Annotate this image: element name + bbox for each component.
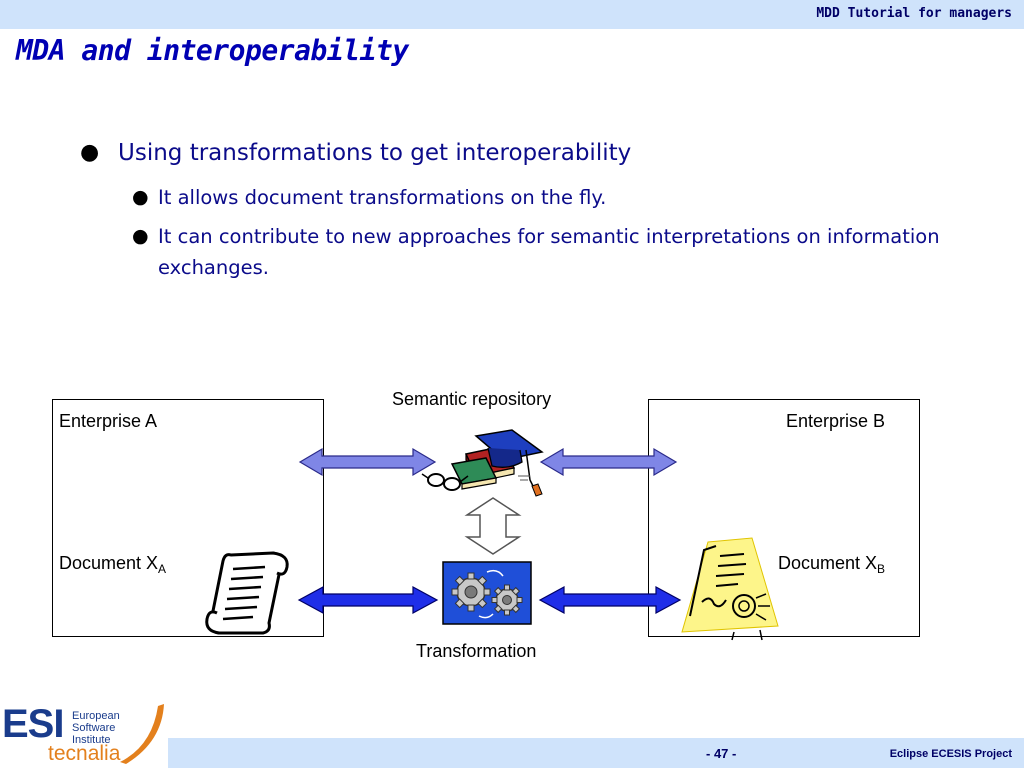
logo-line-2: Software — [72, 722, 116, 734]
header-label: MDD Tutorial for managers — [816, 6, 1012, 21]
slide-title: MDA and interoperability — [16, 34, 409, 67]
sub-bullet-2: ● It can contribute to new approaches fo… — [132, 221, 1000, 283]
semantic-repository-label: Semantic repository — [392, 389, 552, 409]
arrow-a-repository — [298, 447, 437, 477]
document-certificate-icon — [681, 537, 779, 641]
arrow-repository-b — [539, 447, 678, 477]
logo-tecnalia-text: tecnalia — [48, 742, 121, 765]
document-scroll-icon — [205, 551, 289, 635]
logo-line-1: European — [72, 710, 120, 722]
bullet-main-text: Using transformations to get interoperab… — [118, 140, 632, 166]
bullet-dot: ● — [132, 225, 149, 247]
footer-bar — [168, 738, 1024, 768]
sub-bullet-1-text: It allows document transformations on th… — [158, 186, 607, 209]
sub-bullet-2-text: It can contribute to new approaches for … — [158, 225, 940, 279]
logo-line-3: Institute — [72, 734, 111, 746]
transformation-label: Transformation — [416, 641, 537, 661]
transformation-gears-icon — [442, 561, 532, 625]
page-number: - 47 - — [706, 746, 737, 761]
logo-esi-text: ESI — [2, 702, 64, 746]
bullet-main: ● Using transformations to get interoper… — [80, 136, 1000, 170]
esi-tecnalia-logo: ESI European Software Institute tecnalia — [0, 700, 168, 768]
enterprise-a-box — [52, 399, 324, 637]
enterprise-b-label: Enterprise B — [786, 411, 886, 431]
document-b-label: Document XB — [778, 553, 886, 576]
arrow-transformation-doc-b — [538, 585, 682, 615]
logo-swoosh-icon — [120, 704, 164, 764]
bullet-dot: ● — [132, 186, 149, 208]
document-a-label: Document XA — [59, 553, 167, 576]
header-bar: MDD Tutorial for managers — [0, 0, 1024, 29]
arrow-doc-a-transformation — [297, 585, 439, 615]
enterprise-a-label: Enterprise A — [59, 411, 158, 431]
semantic-repository-icon — [421, 429, 544, 497]
arrow-vertical-double — [464, 497, 522, 555]
project-name: Eclipse ECESIS Project — [889, 748, 1012, 760]
sub-bullet-1: ● It allows document transformations on … — [132, 182, 1000, 213]
bullet-list: ● Using transformations to get interoper… — [80, 136, 1000, 283]
bullet-dot: ● — [80, 140, 100, 165]
